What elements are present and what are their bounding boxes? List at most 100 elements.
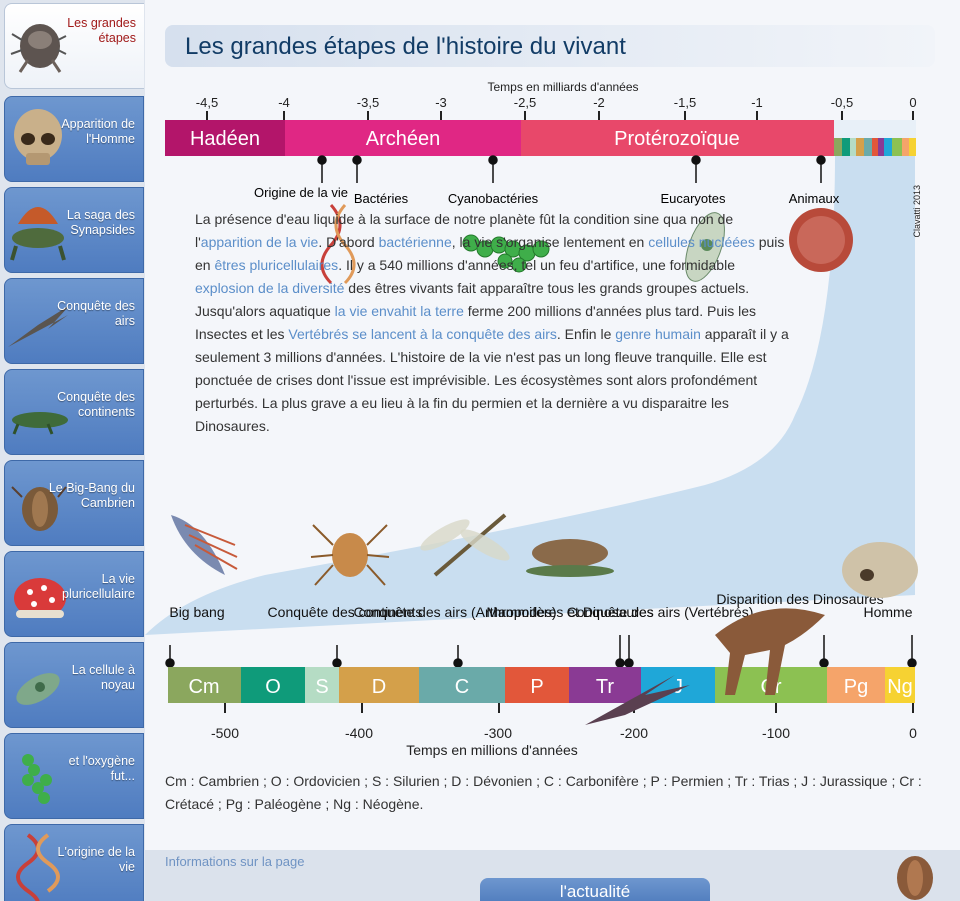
event-eucaryotes: Eucaryotes <box>660 191 726 206</box>
sidebar-item-grandes-etapes[interactable]: Les grandes étapes <box>4 3 144 89</box>
top-tick: -1 <box>751 95 763 110</box>
credit: Clavatti 2013 <box>912 185 922 238</box>
sidebar-item-origine-vie[interactable]: L'origine de la vie <box>4 824 144 901</box>
cyanobacteria-icon <box>22 754 52 804</box>
sidebar-item-label: Les grandes étapes <box>67 16 136 45</box>
link-apparition-vie[interactable]: apparition de la vie <box>200 234 319 250</box>
period-legend: Cm : Cambrien ; O : Ordovicien ; S : Sil… <box>165 773 922 812</box>
intro-paragraph: La présence d'eau liquide à la surface d… <box>195 208 795 438</box>
info-link[interactable]: Informations sur la page <box>165 854 305 869</box>
amphibian-icon <box>12 412 68 435</box>
trilobite-icon <box>11 486 67 531</box>
eon-label: Archéen <box>366 128 441 150</box>
sidebar-item-cambrien[interactable]: Le Big-Bang du Cambrien <box>4 460 144 546</box>
sidebar-item-label: et l'oxygène fut... <box>68 754 135 783</box>
trilobite-icon <box>897 856 933 900</box>
timeline-background <box>145 155 915 635</box>
bottom-tick: -400 <box>345 725 373 741</box>
eon-phanerozoique <box>834 120 916 138</box>
bottom-tick: 0 <box>909 725 917 741</box>
sidebar-item-conquete-continents[interactable]: Conquête des continents <box>4 369 144 455</box>
period-label: C <box>455 676 469 698</box>
period-label: O <box>265 676 281 698</box>
sidebar-item-synapsides[interactable]: La saga des Synapsides <box>4 187 144 273</box>
eon-hadeen <box>165 120 285 156</box>
event-animaux: Animaux <box>789 191 840 206</box>
event-conquete-airs-arthropodes: Conquête des airs (Arthropodes) <box>353 604 556 620</box>
link-explosion-diversite[interactable]: explosion de la diversité <box>195 280 345 296</box>
trilobite-icon <box>10 24 67 73</box>
sidebar-item-label: L'origine de la vie <box>57 845 135 874</box>
eon-label: Protérozoïque <box>614 128 740 150</box>
link-cellules-nucleees[interactable]: cellules nucléées <box>648 234 755 250</box>
event-cyanobacteries: Cyanobactéries <box>448 191 539 206</box>
top-tick: -4,5 <box>196 95 218 110</box>
eon-label: Hadéen <box>190 128 260 150</box>
link-vertebres-airs[interactable]: Vertébrés se lancent à la conquête des a… <box>288 326 557 342</box>
sidebar-item-cellule-noyau[interactable]: La cellule à noyau <box>4 642 144 728</box>
event-bacteries: Bactéries <box>354 191 409 206</box>
period-label: J <box>673 676 683 698</box>
bottom-scale-title: Temps en millions d'années <box>406 742 578 758</box>
anomalocaris-icon <box>171 515 238 575</box>
link-bacterienne[interactable]: bactérienne <box>378 234 452 250</box>
top-tick: -4 <box>278 95 290 110</box>
link-vie-envahit-terre[interactable]: la vie envahit la terre <box>334 303 464 319</box>
period-label: Cm <box>188 676 219 698</box>
top-tick: -2 <box>593 95 605 110</box>
eon-proterozoique <box>521 120 834 156</box>
skull-icon <box>842 542 918 598</box>
event-big-bang: Big bang <box>169 604 224 620</box>
spider-icon <box>310 524 390 586</box>
period-label: S <box>315 676 328 698</box>
pterosaur-icon <box>8 306 68 347</box>
sidebar-item-label: Le Big-Bang du Cambrien <box>48 481 135 510</box>
eon-archeen <box>285 120 521 156</box>
sidebar-item-label: Conquête des airs <box>57 299 135 328</box>
mammal-icon <box>526 539 614 577</box>
period-bar <box>168 667 915 703</box>
top-tick: -3 <box>435 95 447 110</box>
text-segment: . D'abord <box>318 234 379 250</box>
text-segment: . Il y a 540 millions d'années, tel un f… <box>338 257 735 273</box>
bottom-tick: -100 <box>762 725 790 741</box>
top-scale-title: Temps en milliards d'années <box>487 80 638 94</box>
text-segment: puis en <box>195 234 785 273</box>
euglena-icon <box>16 673 60 705</box>
text-segment: La présence d'eau liquide à la surface d… <box>195 211 734 250</box>
period-label: D <box>372 676 386 698</box>
text-segment: , la vie s'organise lentement en <box>451 234 649 250</box>
event-disparition-dinosaures: Disparition des Dinosaures <box>716 591 883 607</box>
sidebar-item-label: La saga des Synapsides <box>66 208 135 237</box>
sidebar-item-apparition-homme[interactable]: Apparition de l'Homme <box>4 96 144 182</box>
sidebar-item-label: Conquête des continents <box>57 390 135 419</box>
dragonfly-icon <box>420 513 510 577</box>
cyanobacteria-icon <box>462 234 550 273</box>
period-label: Tr <box>596 676 614 698</box>
link-etres-pluricellulaires[interactable]: êtres pluricellulaires <box>214 257 339 273</box>
link-genre-humain[interactable]: genre humain <box>615 326 701 342</box>
top-tick: -2,5 <box>514 95 536 110</box>
dimetrodon-icon <box>10 207 66 261</box>
euglena-icon <box>685 212 725 282</box>
skull-icon <box>14 109 62 165</box>
sidebar-item-pluricellulaire[interactable]: La vie pluricellulaire <box>4 551 144 637</box>
timeline-figure: Temps en milliards d'années -4,5 -4 -3,5… <box>145 80 922 758</box>
sidebar-item-conquete-airs[interactable]: Conquête des airs <box>4 278 144 364</box>
dna-icon <box>16 833 60 901</box>
sidebar: Les grandes étapes Apparition de l'Homme… <box>0 0 145 901</box>
dna-icon <box>320 203 356 285</box>
pterosaur-icon <box>585 675 690 725</box>
sidebar-item-oxygene[interactable]: et l'oxygène fut... <box>4 733 144 819</box>
event-conquete-airs-vertebres: Conquête des airs (Vertébrés) <box>567 604 754 620</box>
sidebar-item-label: Apparition de l'Homme <box>61 117 135 146</box>
news-button[interactable]: l'actualité <box>480 878 710 901</box>
bottom-tick: -200 <box>620 725 648 741</box>
event-mammiferes-dinosaures: Mammifères et Dinosaures <box>486 604 653 620</box>
event-conquete-continents: Conquête des continents <box>268 604 423 620</box>
top-tick: -3,5 <box>357 95 379 110</box>
bottom-tick: -300 <box>484 725 512 741</box>
event-origine-vie: Origine de la vie <box>254 185 348 200</box>
sidebar-item-label: La cellule à noyau <box>71 663 135 692</box>
top-tick: -1,5 <box>674 95 696 110</box>
